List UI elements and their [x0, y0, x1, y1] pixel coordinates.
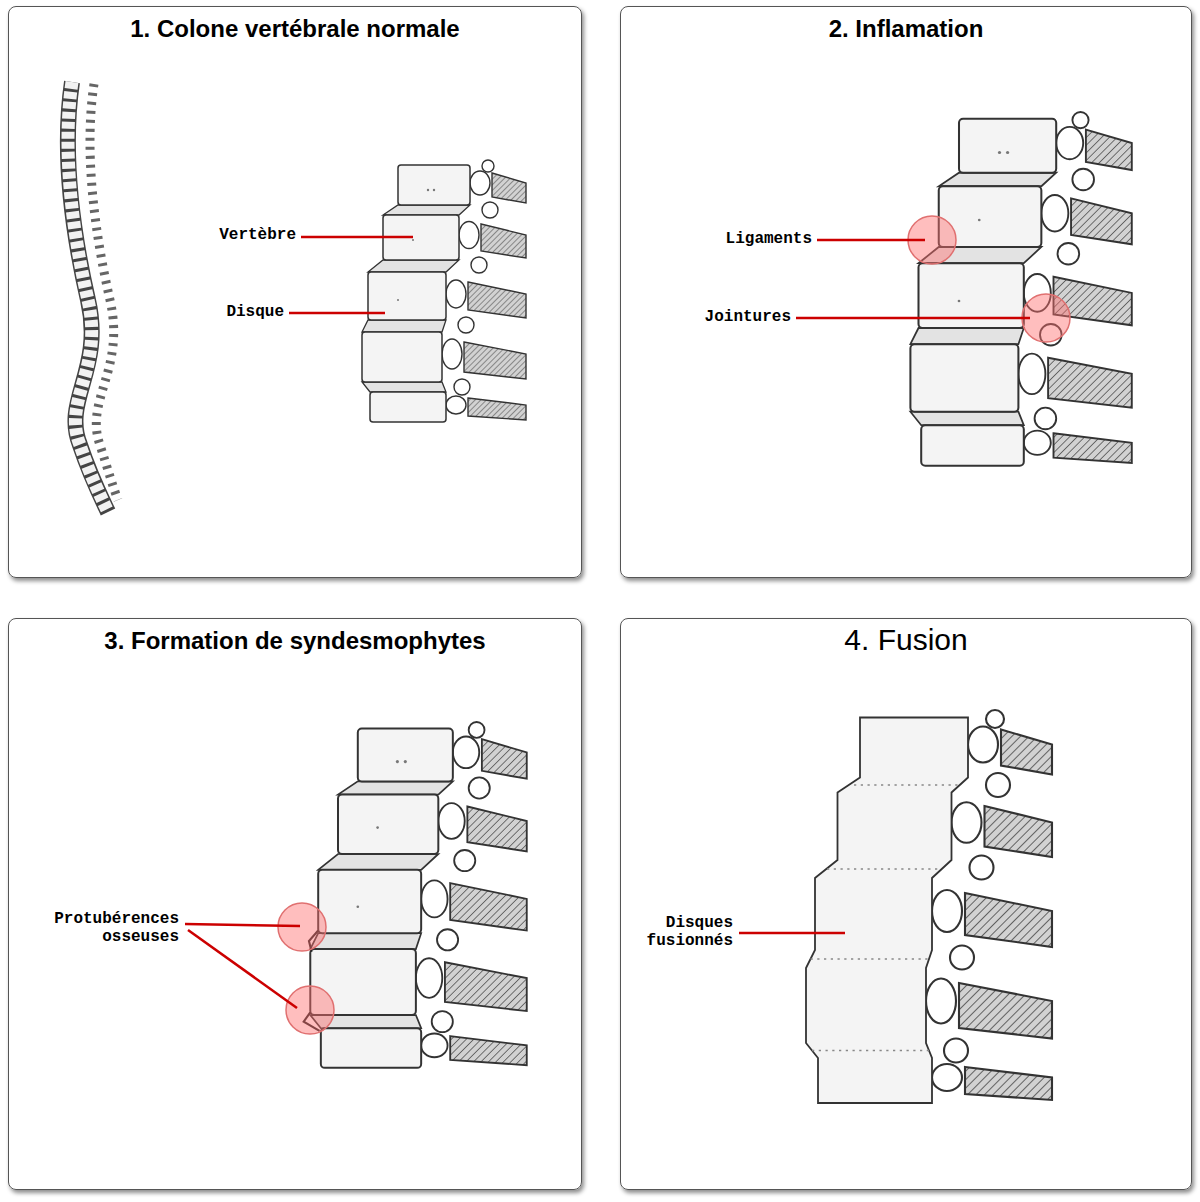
panel-title: 3. Formation de syndesmophytes — [9, 627, 581, 656]
panel-title: 4. Fusion — [621, 622, 1191, 658]
part-label: Protubérences osseuses — [39, 910, 179, 947]
part-label: Jointures — [705, 308, 791, 326]
whole-spine — [68, 82, 118, 512]
part-label: Disques fusionnés — [633, 914, 733, 951]
panel: 1. Colone vertébrale normale — [8, 6, 582, 578]
panel: 4. Fusion — [620, 618, 1192, 1190]
leader-line — [185, 237, 1030, 1008]
part-label: Ligaments — [726, 230, 812, 248]
panel-title: 1. Colone vertébrale normale — [9, 15, 581, 44]
fused-segment — [806, 710, 1052, 1103]
part-label: Disque — [226, 303, 284, 321]
lumbar-segment — [362, 160, 526, 422]
lumbar-segment — [304, 722, 527, 1068]
lumbar-segment — [910, 112, 1131, 466]
part-label: Vertèbre — [219, 226, 296, 244]
panel: 3. Formation de syndesmophytes — [8, 618, 582, 1190]
panel: 2. Inflamation — [620, 6, 1192, 578]
panel-title: 2. Inflamation — [621, 15, 1191, 44]
